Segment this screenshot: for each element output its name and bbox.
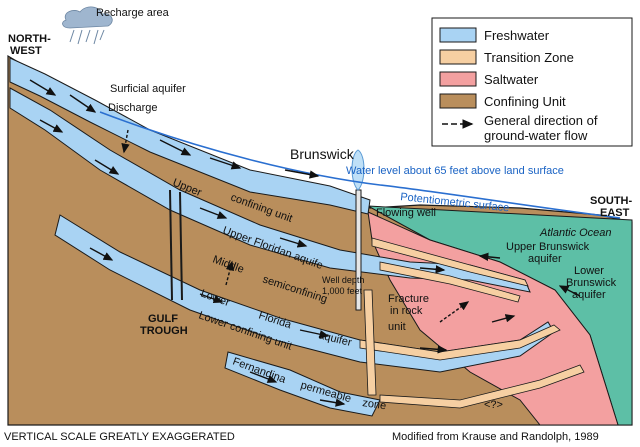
label-water-level: Water level about 65 feet above land sur… xyxy=(346,165,564,177)
label-flowing-well: Flowing well xyxy=(376,207,436,219)
legend-label-saltwater: Saltwater xyxy=(484,72,539,87)
label-surficial-aquifer: Surficial aquifer xyxy=(110,83,186,95)
label-northwest-1: NORTH- xyxy=(8,33,51,45)
label-zone: zone xyxy=(362,397,387,412)
label-upper-brunswick-2: aquifer xyxy=(528,253,562,265)
label-gulf-2: TROUGH xyxy=(140,325,188,337)
label-gulf-1: GULF xyxy=(148,313,178,325)
surficial-aquifer-band xyxy=(9,57,371,215)
flow-arrows xyxy=(29,79,581,407)
label-well-depth-2: 1,000 feet xyxy=(322,286,363,296)
transition-zone-3 xyxy=(359,324,561,361)
transition-zone-1 xyxy=(371,237,529,287)
gulf-trough-fault-1 xyxy=(169,189,173,301)
footer-left: VERTICAL SCALE GREATLY EXAGGERATED xyxy=(4,431,235,443)
label-recharge-area: Recharge area xyxy=(96,7,170,19)
rain-icon xyxy=(69,29,105,45)
label-southeast-2: EAST xyxy=(600,207,630,219)
legend-label-arrow-line1: General direction of xyxy=(484,113,598,128)
label-discharge: Discharge xyxy=(108,102,158,114)
legend-label-confining: Confining Unit xyxy=(484,94,566,109)
well-fountain xyxy=(351,149,365,191)
legend-swatch-confining xyxy=(439,93,477,109)
cloud-icon xyxy=(62,6,113,29)
legend-label-freshwater: Freshwater xyxy=(484,28,550,43)
label-fracture-1: Fracture xyxy=(388,293,429,305)
label-unit: unit xyxy=(388,321,406,333)
legend-label-arrow-line2: ground-water flow xyxy=(484,128,588,143)
label-atlantic-ocean: Atlantic Ocean xyxy=(539,227,612,239)
label-well-depth-1: Well depth xyxy=(322,275,364,285)
legend: Freshwater Transition Zone Saltwater Con… xyxy=(431,17,633,147)
footer-right: Modified from Krause and Randolph, 1989 xyxy=(392,431,599,443)
label-question: <?> xyxy=(484,399,503,411)
potentiometric-surface-line xyxy=(99,111,621,219)
label-lower-brunswick-2: Brunswick xyxy=(566,277,617,289)
label-lower-brunswick-1: Lower xyxy=(574,265,604,277)
label-southeast-1: SOUTH- xyxy=(590,195,633,207)
label-upper-brunswick-1: Upper Brunswick xyxy=(506,241,590,253)
transition-zone-2 xyxy=(379,261,521,303)
transition-zone-4 xyxy=(379,364,585,409)
fracture-zone xyxy=(363,289,377,396)
label-fracture-2: in rock xyxy=(390,305,423,317)
legend-swatch-transition xyxy=(439,49,477,65)
legend-label-transition: Transition Zone xyxy=(484,50,574,65)
label-northwest-2: WEST xyxy=(10,45,42,57)
legend-swatch-freshwater xyxy=(439,27,477,43)
legend-swatch-saltwater xyxy=(439,71,477,87)
label-brunswick: Brunswick xyxy=(290,146,355,162)
label-lower-brunswick-3: aquifer xyxy=(572,289,606,301)
gulf-trough-fault-2 xyxy=(179,191,183,301)
